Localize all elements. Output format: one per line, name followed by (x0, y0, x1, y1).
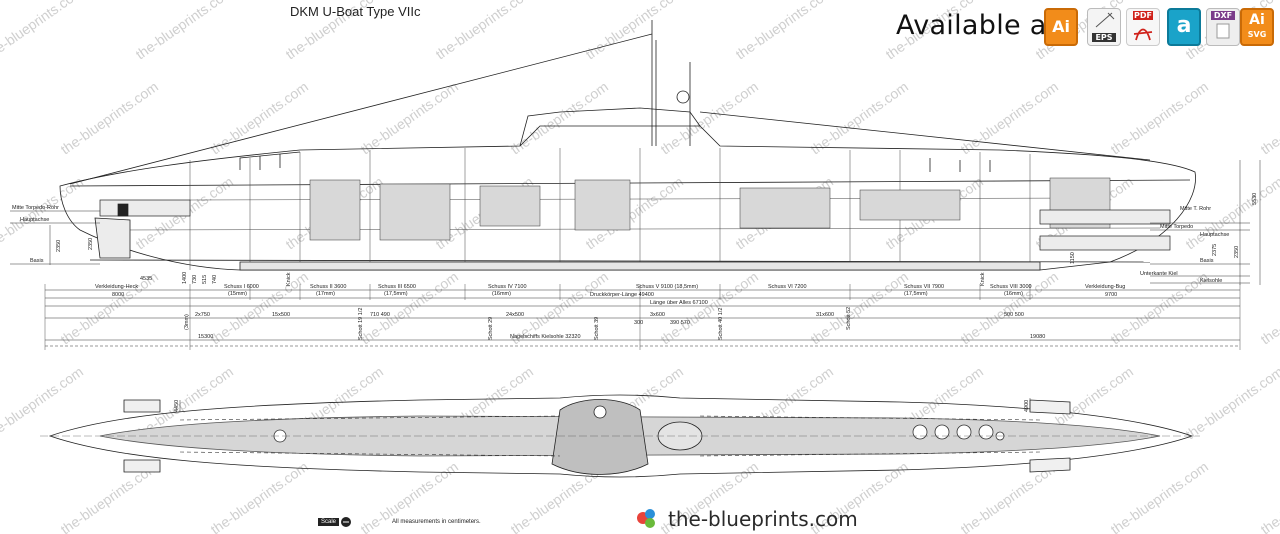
bottom-dim-3: 740 (212, 275, 218, 284)
row1-schuss-2: Schuss II 3600 (310, 284, 346, 290)
frame-schott-5: Schott 52 (846, 307, 852, 330)
ai-file-icon[interactable]: Ai (1044, 8, 1078, 46)
row1-8000: 8000 (112, 292, 124, 298)
svg-format-label: SVG (1247, 30, 1267, 39)
row1-verkleidung-bug: Verkleidung-Bug (1085, 284, 1125, 290)
row1-9700: 9700 (1105, 292, 1117, 298)
pdf-format-label: PDF (1133, 11, 1153, 20)
row1-schuss-1: Schuss I 6000 (224, 284, 259, 290)
row4-19080: 19080 (1030, 334, 1045, 340)
drawing-title: DKM U-Boat Type VIIc (290, 4, 421, 19)
label-unterkante-kiel: Unterkante Kiel (1140, 271, 1178, 277)
label-knick-left: Knick (286, 272, 292, 286)
right-dim-4: 1150 (1070, 252, 1076, 264)
dxf-sheet-icon (1216, 23, 1230, 39)
a-format-label: a (1176, 13, 1192, 38)
right-dim-2: 2375 (1212, 244, 1218, 256)
row3-4: 710 490 (370, 312, 390, 318)
row3-3: 15x500 (272, 312, 290, 318)
row1-sub-1: (15mm) (228, 291, 247, 297)
row1-sub-5: (17,5mm) (904, 291, 928, 297)
acrobat-icon (1133, 28, 1153, 41)
eps-file-icon[interactable]: EPS (1087, 8, 1121, 46)
bottom-dim-4: 4535 (140, 276, 152, 282)
row1-sub-6: (16mm) (1004, 291, 1023, 297)
label-basis-left: Basis (30, 258, 44, 264)
row1-schuss-4: Schuss IV 7100 (488, 284, 527, 290)
top-view (40, 394, 1200, 478)
row3-7: 3x600 (650, 312, 665, 318)
dxf-format-label: DXF (1211, 11, 1235, 20)
side-reference-lines (10, 160, 1261, 285)
row3-9: 31x600 (816, 312, 834, 318)
bottom-dim-2: 515 (202, 275, 208, 284)
top-conning-tower (551, 399, 649, 475)
label-mitte-t-rohr: Mitte T. Rohr (1180, 206, 1211, 212)
frame-schott-1: Schott 19 1/2 (358, 308, 364, 340)
bottom-dim-1: 730 (192, 275, 198, 284)
row1-sub-2: (17mm) (316, 291, 335, 297)
label-kielsohle: Kielsohle (1200, 278, 1222, 284)
row1-schuss-6: Schuss VI 7200 (768, 284, 807, 290)
label-hauptachse-right: Hauptachse (1200, 232, 1229, 238)
row1-schuss-8: Schuss VIII 3000 (990, 284, 1032, 290)
row4-15300: 15300 (198, 334, 213, 340)
label-basis-right: Basis (1200, 258, 1214, 264)
label-mitte-torpedo: Mitte Torpedo (1160, 224, 1193, 230)
pen-nib-icon (1095, 12, 1115, 28)
left-dim-1: 2350 (56, 240, 62, 252)
top-dim-right: 4900 (1024, 400, 1030, 412)
left-dim-2: 2350 (88, 238, 94, 250)
row1-schuss-5: Schuss V 9100 (18,5mm) (636, 284, 698, 290)
label-mitte-torpedo-rohr: Mitte Torpedo-Rohr (12, 205, 59, 211)
available-as-label: Available as (896, 10, 1062, 41)
bottom-dim-5: 1400 (182, 272, 188, 284)
laenge-ueber-alles: Länge über Alles 67100 (650, 300, 708, 306)
row1-schuss-3: Schuss III 6500 (378, 284, 416, 290)
brand-name[interactable]: the-blueprints.com (668, 507, 858, 531)
top-dim-left: 4450 (174, 400, 180, 412)
measurement-note: All measurements in centimeters. (392, 519, 481, 525)
row3-8: 390 570 (670, 320, 690, 326)
row1-sub-3: (17,5mm) (384, 291, 408, 297)
right-dim-1: 5530 (1252, 193, 1258, 205)
row1-sub-4: (16mm) (492, 291, 511, 297)
label-hauptachse-left: Hauptachse (20, 217, 49, 223)
label-knick-right: Knick (980, 272, 986, 286)
dxf-file-icon[interactable]: DXF (1206, 8, 1240, 46)
side-view (59, 20, 1196, 271)
row4-kielsohle: Nagelschiffs Kielsohle 32320 (510, 334, 581, 340)
right-dim-3: 2350 (1234, 246, 1240, 258)
row3-2: 2x750 (195, 312, 210, 318)
pdf-file-icon[interactable]: PDF (1126, 8, 1160, 46)
row3-5: 24x500 (506, 312, 524, 318)
ai-format-label: Ai (1052, 17, 1070, 36)
brand-logo-icon[interactable] (634, 506, 662, 530)
druckkoerper-laenge: Druckkörper-Länge 49400 (590, 292, 654, 298)
row3-10: 500 500 (1004, 312, 1024, 318)
svg-file-icon[interactable]: Ai SVG (1240, 8, 1274, 46)
autocad-icon[interactable]: a (1167, 8, 1201, 46)
top-dimension-lines (179, 398, 1031, 412)
frame-schott-4: Schott 40 1/2 (718, 308, 724, 340)
scale-icon (341, 517, 351, 527)
row1-verkleidung-heck: Verkleidung-Heck (95, 284, 138, 290)
svg-badge-top: Ai (1249, 12, 1265, 28)
dimension-lines (44, 284, 1241, 350)
row1-schuss-7: Schuss VII 7900 (904, 284, 944, 290)
frame-schott-3: Schott 39 (594, 317, 600, 340)
row3-1: (3mm) (184, 314, 190, 330)
eps-format-label: EPS (1092, 33, 1116, 42)
frame-schott-2: Schott 29 (488, 317, 494, 340)
scale-label: Scale (318, 518, 340, 526)
row3-6: 300 (634, 320, 643, 326)
